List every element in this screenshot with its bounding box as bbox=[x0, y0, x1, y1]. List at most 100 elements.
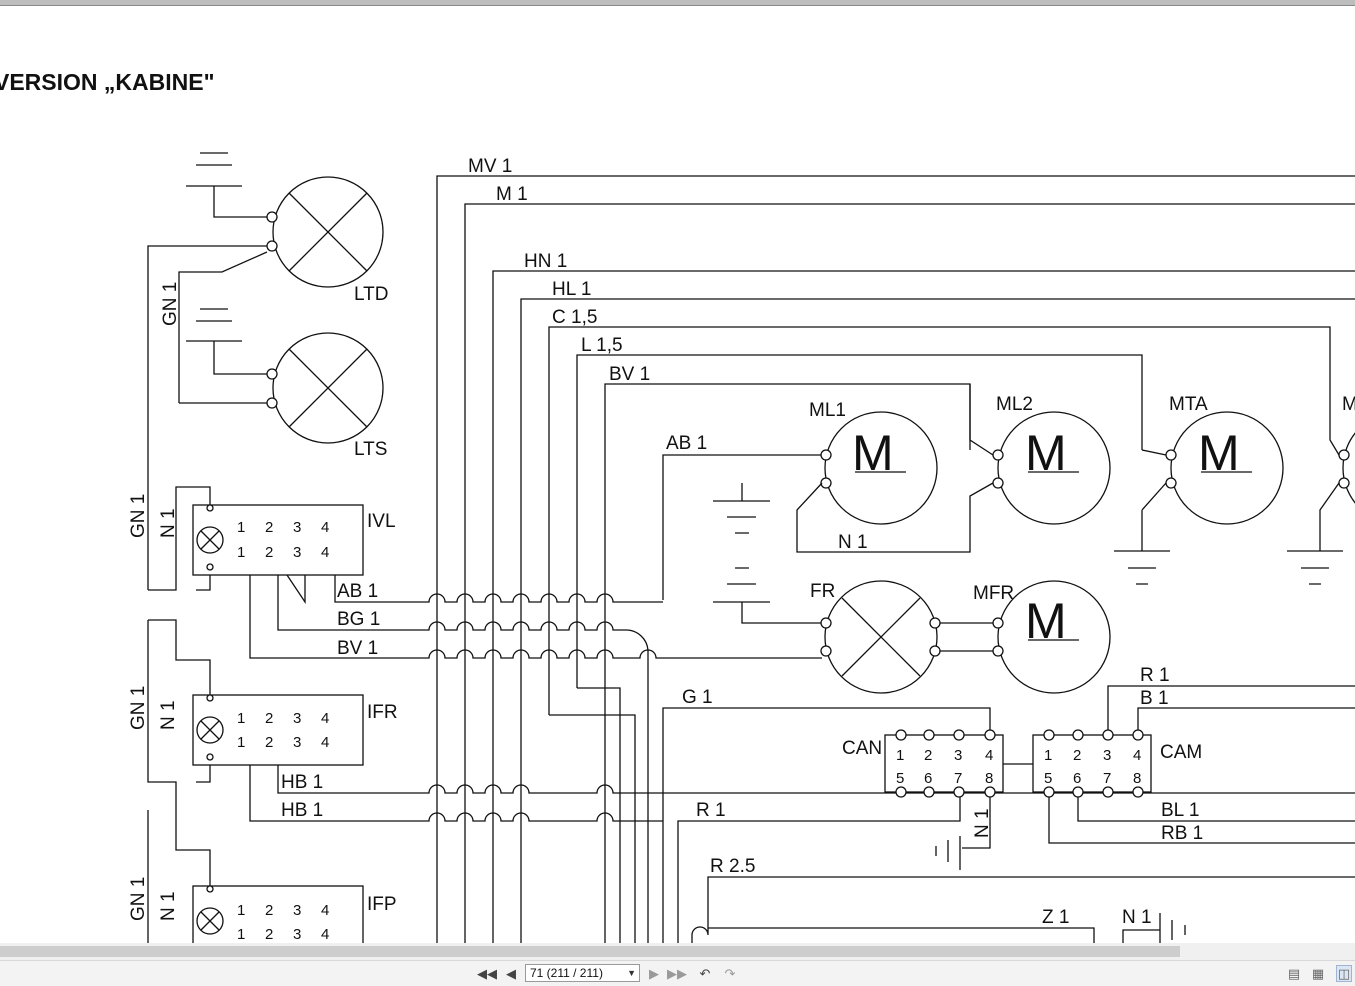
wire-label-n1-c: N 1 bbox=[158, 700, 179, 730]
switch-label-ifp: IFP bbox=[367, 894, 397, 915]
wire-label-n1-b: N 1 bbox=[158, 508, 179, 538]
prev-page-icon[interactable]: ◀ bbox=[506, 966, 516, 981]
wire-label-gn1-d: GN 1 bbox=[128, 877, 149, 921]
continuous-view-icon[interactable]: ▦ bbox=[1311, 966, 1325, 981]
first-page-icon[interactable]: ◀◀ bbox=[477, 966, 497, 981]
switch-pin: 1 bbox=[237, 519, 245, 536]
motor-symbol-ml2: M bbox=[1025, 425, 1067, 481]
wire-label-bv1-top: BV 1 bbox=[609, 364, 650, 385]
wire-label-ab1-top: AB 1 bbox=[666, 433, 707, 454]
switch-pin: 2 bbox=[265, 710, 273, 727]
wiring-diagram: VERSION „KABINE" MV 1 M 1 HN 1 HL 1 C 1,… bbox=[0, 69, 1355, 943]
wire-label-bl1: BL 1 bbox=[1161, 800, 1199, 821]
connector-pin: 2 bbox=[924, 747, 932, 764]
connector-pin: 3 bbox=[1103, 747, 1111, 764]
lamp-label-ltd: LTD bbox=[354, 284, 388, 305]
connector-pin: 7 bbox=[1103, 770, 1111, 787]
connector-pin: 1 bbox=[1044, 747, 1052, 764]
switch-pin: 2 bbox=[265, 544, 273, 561]
connector-pin: 4 bbox=[1133, 747, 1141, 764]
switch-ifp bbox=[192, 885, 364, 943]
motor-ml1 bbox=[820, 411, 938, 525]
switch-ifr bbox=[192, 694, 364, 766]
motor-label-mta: MTA bbox=[1169, 394, 1208, 415]
switch-pin: 1 bbox=[237, 544, 245, 561]
connector-pin: 8 bbox=[985, 770, 993, 787]
scrollbar-thumb[interactable] bbox=[0, 946, 1180, 957]
switch-pin: 4 bbox=[321, 926, 329, 943]
wire-label-r25: R 2.5 bbox=[710, 856, 755, 877]
connector-label-cam: CAM bbox=[1160, 742, 1202, 763]
switch-pin: 2 bbox=[265, 734, 273, 751]
switch-pin: 3 bbox=[293, 926, 301, 943]
motor-symbol-mfr: M bbox=[1025, 593, 1067, 649]
switch-ivl bbox=[192, 504, 364, 576]
connector-pin: 7 bbox=[954, 770, 962, 787]
connector-pin: 5 bbox=[1044, 770, 1052, 787]
connector-pin: 6 bbox=[924, 770, 932, 787]
connector-label-can: CAN bbox=[842, 738, 882, 759]
switch-pin: 3 bbox=[293, 734, 301, 751]
wire-label-n1-d: N 1 bbox=[158, 891, 179, 921]
facing-pages-view-icon[interactable]: ◫ bbox=[1336, 965, 1352, 982]
motor-label-cut: M bbox=[1342, 394, 1355, 415]
wire-label-b1: B 1 bbox=[1140, 688, 1169, 709]
wire-label-l15: L 1,5 bbox=[581, 335, 623, 356]
navigate-back-icon[interactable]: ↶ bbox=[699, 966, 711, 981]
lamp-fr bbox=[820, 580, 941, 694]
wire-label-hb1-a: HB 1 bbox=[281, 772, 323, 793]
wire-label-hb1-b: HB 1 bbox=[281, 800, 323, 821]
navigate-forward-icon[interactable]: ↷ bbox=[724, 966, 736, 981]
horizontal-scrollbar[interactable] bbox=[0, 943, 1355, 960]
connector-can bbox=[884, 729, 1004, 798]
wire-label-n1-can: N 1 bbox=[972, 808, 993, 838]
connector-pin: 1 bbox=[896, 747, 904, 764]
motor-symbol-ml1: M bbox=[852, 425, 894, 481]
switch-pin: 1 bbox=[237, 926, 245, 943]
wire-label-hl1: HL 1 bbox=[552, 279, 591, 300]
wire-label-n1-bottom: N 1 bbox=[1122, 907, 1152, 928]
connector-pin: 4 bbox=[985, 747, 993, 764]
lamp-label-fr: FR bbox=[810, 581, 835, 602]
motor-mfr bbox=[992, 580, 1111, 694]
switch-pin: 4 bbox=[321, 710, 329, 727]
wire-label-bg1: BG 1 bbox=[337, 609, 380, 630]
switch-pin: 1 bbox=[237, 734, 245, 751]
switch-pin: 3 bbox=[293, 710, 301, 727]
switch-pin: 3 bbox=[293, 519, 301, 536]
page-number-select[interactable]: 71 (211 / 211) ▼ bbox=[525, 964, 640, 982]
motor-label-ml1: ML1 bbox=[809, 400, 846, 421]
wire-label-r1-right: R 1 bbox=[1140, 665, 1170, 686]
lamp-ltd bbox=[266, 176, 384, 288]
motor-label-ml2: ML2 bbox=[996, 394, 1033, 415]
wire-label-rb1: RB 1 bbox=[1161, 823, 1203, 844]
diagram-title: VERSION „KABINE" bbox=[0, 69, 215, 95]
wire-label-c15: C 1,5 bbox=[552, 307, 597, 328]
wire-label-gn1-a: GN 1 bbox=[160, 282, 181, 326]
switch-pin: 3 bbox=[293, 902, 301, 919]
wire-label-r1-left: R 1 bbox=[696, 800, 726, 821]
window-top-border bbox=[0, 0, 1355, 6]
switch-pin: 4 bbox=[321, 734, 329, 751]
last-page-icon[interactable]: ▶▶ bbox=[667, 966, 687, 981]
single-page-view-icon[interactable]: ▤ bbox=[1287, 966, 1301, 981]
wire-label-mv1: MV 1 bbox=[468, 156, 512, 177]
wire-label-g1: G 1 bbox=[682, 687, 713, 708]
switch-pin: 1 bbox=[237, 902, 245, 919]
wire-label-n1-motor: N 1 bbox=[838, 532, 868, 553]
switch-pin: 2 bbox=[265, 902, 273, 919]
motor-label-mfr: MFR bbox=[973, 583, 1014, 604]
wire-label-gn1-b: GN 1 bbox=[128, 494, 149, 538]
lamp-label-lts: LTS bbox=[354, 439, 387, 460]
switch-pin: 4 bbox=[321, 902, 329, 919]
motor-symbol-mta: M bbox=[1198, 425, 1240, 481]
connector-pin: 5 bbox=[896, 770, 904, 787]
chevron-down-icon: ▼ bbox=[627, 968, 636, 978]
lamp-lts bbox=[266, 332, 384, 444]
wire-label-ab1-switch: AB 1 bbox=[337, 581, 378, 602]
switch-label-ivl: IVL bbox=[367, 511, 396, 532]
connector-pin: 8 bbox=[1133, 770, 1141, 787]
next-page-icon[interactable]: ▶ bbox=[649, 966, 659, 981]
wire-label-m1: M 1 bbox=[496, 184, 528, 205]
connector-pin: 6 bbox=[1073, 770, 1081, 787]
